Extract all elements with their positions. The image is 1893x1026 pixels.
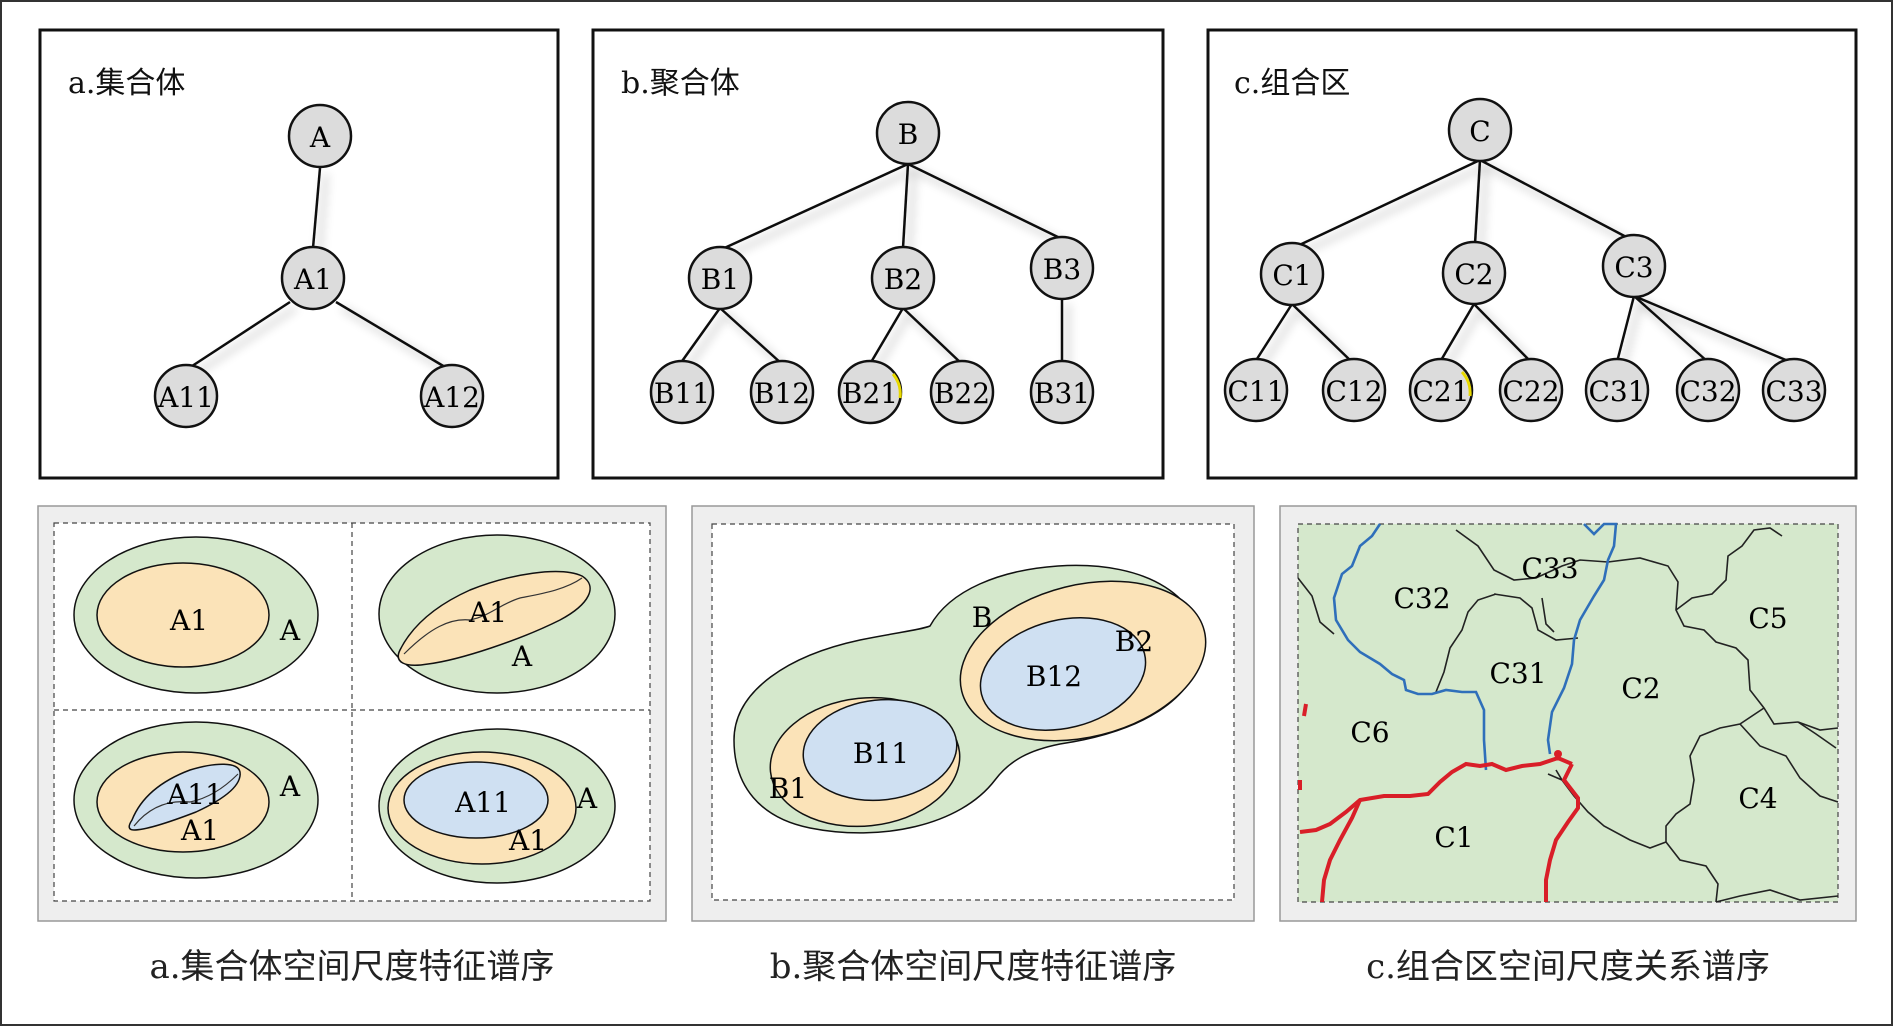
- svg-text:C: C: [1469, 115, 1490, 148]
- svg-text:C22: C22: [1502, 375, 1559, 408]
- node-A1: A1: [280, 245, 346, 311]
- tree-a-title: a.集合体: [68, 66, 185, 101]
- tree-b-title: b.聚合体: [621, 66, 740, 101]
- c21-highlight: [1460, 370, 1472, 397]
- node-C1: C1: [1259, 241, 1325, 307]
- node-C2: C2: [1441, 240, 1507, 306]
- node-B11: B11: [649, 359, 715, 425]
- nested-panel-a: A1 A A1 A A11 A1 A A11 A1 A: [37, 505, 667, 922]
- svg-text:C3: C3: [1614, 251, 1653, 284]
- region-label-C6: C6: [1350, 716, 1389, 749]
- node-B12: B12: [749, 359, 815, 425]
- svg-text:B: B: [898, 118, 919, 151]
- region-label-C4: C4: [1738, 782, 1777, 815]
- region-label-B1: B1: [769, 772, 807, 805]
- cell-a2: A1 A: [378, 534, 616, 694]
- svg-text:C1: C1: [1272, 259, 1311, 292]
- nested-panel-b: B B1 B11 B2 B12: [691, 505, 1255, 922]
- region-label-C32: C32: [1393, 582, 1450, 615]
- svg-text:B21: B21: [842, 377, 898, 410]
- svg-text:B31: B31: [1034, 377, 1090, 410]
- node-C32: C32: [1675, 357, 1741, 423]
- svg-text:A12: A12: [423, 381, 480, 414]
- svg-text:A11: A11: [454, 786, 511, 819]
- svg-text:B1: B1: [701, 263, 739, 296]
- node-A: A: [287, 103, 353, 169]
- svg-text:B2: B2: [884, 263, 922, 296]
- svg-text:A: A: [576, 782, 598, 815]
- node-C11: C11: [1223, 357, 1289, 423]
- node-C3: C3: [1601, 233, 1667, 299]
- caption-a: a.集合体空间尺度特征谱序: [149, 947, 555, 987]
- caption-c: c.组合区空间尺度关系谱序: [1366, 947, 1770, 987]
- svg-text:C33: C33: [1765, 375, 1822, 408]
- svg-text:A1: A1: [468, 596, 507, 629]
- tree-panel-b: b.聚合体 B B1 B2 B3 B11 B12 B21 B22 B31: [591, 28, 1165, 480]
- b21-highlight: [891, 373, 902, 399]
- region-label-B2: B2: [1115, 625, 1153, 658]
- svg-text:C11: C11: [1227, 375, 1284, 408]
- node-C: C: [1447, 97, 1513, 163]
- node-C21: C21: [1408, 357, 1474, 423]
- node-B21: B21: [837, 359, 903, 425]
- svg-text:A1: A1: [180, 814, 219, 847]
- svg-text:C21: C21: [1412, 375, 1469, 408]
- node-A12: A12: [419, 363, 485, 429]
- node-C31: C31: [1584, 357, 1650, 423]
- tree-c-title: c.组合区: [1234, 66, 1350, 101]
- svg-text:A: A: [511, 640, 533, 673]
- node-B1: B1: [687, 245, 753, 311]
- region-label-C5: C5: [1748, 602, 1787, 635]
- node-B22: B22: [929, 359, 995, 425]
- node-B31: B31: [1029, 359, 1095, 425]
- node-B: B: [875, 100, 941, 166]
- region-label-C2: C2: [1621, 672, 1660, 705]
- region-label-C33: C33: [1521, 552, 1578, 585]
- node-C12: C12: [1321, 357, 1387, 423]
- node-A11: A11: [153, 363, 219, 429]
- svg-text:C12: C12: [1325, 375, 1382, 408]
- cell-a4: A11 A1 A: [378, 728, 616, 884]
- node-C33: C33: [1761, 357, 1827, 423]
- svg-text:B22: B22: [934, 377, 990, 410]
- map-panel-c: C32 C33 C31 C2 C5 C6 C4 C1: [1279, 505, 1857, 922]
- node-C22: C22: [1498, 357, 1564, 423]
- svg-text:C31: C31: [1588, 375, 1645, 408]
- svg-text:B3: B3: [1043, 253, 1081, 286]
- svg-text:C32: C32: [1679, 375, 1736, 408]
- region-label-B: B: [972, 601, 993, 634]
- svg-text:B11: B11: [654, 377, 710, 410]
- region-label-B12: B12: [1026, 660, 1082, 693]
- region-label-C31: C31: [1489, 657, 1546, 690]
- node-B3: B3: [1029, 235, 1095, 301]
- tree-panel-c: c.组合区 C C1 C2 C3 C11 C12 C21 C22 C31 C32…: [1206, 28, 1858, 480]
- svg-text:A: A: [279, 614, 301, 647]
- svg-text:A11: A11: [166, 778, 223, 811]
- tree-panel-a: a.集合体 A A1 A11 A12: [38, 28, 560, 480]
- tree-a-nodes: A A1 A11 A12: [153, 103, 485, 429]
- svg-text:A1: A1: [169, 604, 208, 637]
- region-label-C1: C1: [1434, 821, 1473, 854]
- svg-text:A: A: [309, 121, 331, 154]
- svg-text:A11: A11: [157, 381, 214, 414]
- tree-c-nodes: C C1 C2 C3 C11 C12 C21 C22 C31 C32 C33: [1223, 97, 1827, 423]
- cell-a3: A11 A1 A: [73, 721, 319, 879]
- svg-text:A1: A1: [508, 824, 547, 857]
- svg-text:A: A: [279, 770, 301, 803]
- svg-text:C2: C2: [1454, 258, 1493, 291]
- tree-b-nodes: B B1 B2 B3 B11 B12 B21 B22 B31: [649, 100, 1095, 425]
- caption-b: b.聚合体空间尺度特征谱序: [769, 947, 1177, 987]
- cell-a1: A1 A: [73, 536, 319, 694]
- svg-text:A1: A1: [293, 263, 332, 296]
- node-B2: B2: [870, 245, 936, 311]
- svg-text:B12: B12: [754, 377, 810, 410]
- region-label-B11: B11: [853, 737, 909, 770]
